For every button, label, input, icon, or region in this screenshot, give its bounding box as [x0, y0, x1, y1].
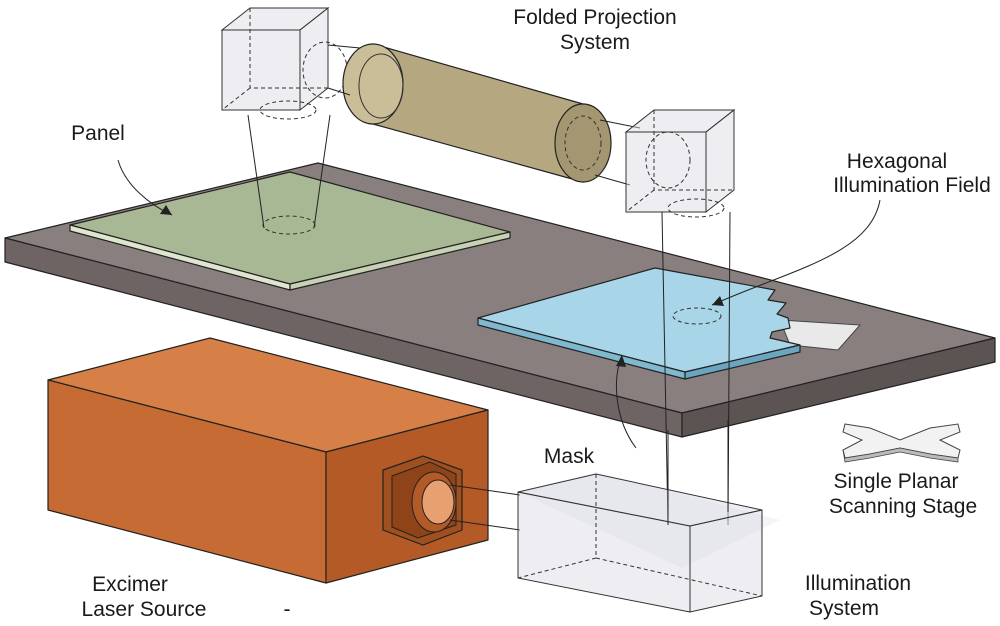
label-hexagonal-line2: Illumination Field	[833, 174, 991, 197]
mask	[477, 267, 801, 380]
label-laser-line1: Excimer	[92, 573, 168, 596]
label-illumination-line1: Illumination	[805, 572, 911, 595]
laser-aperture	[382, 455, 463, 546]
label-hexagonal-line1: Hexagonal	[847, 150, 947, 173]
label-illumination-line2: System	[809, 597, 879, 620]
panel-field-ellipse	[262, 215, 316, 235]
label-arrows	[117, 159, 881, 449]
label-folded-projection-line1: Folded Projection	[513, 6, 676, 29]
hexagonal-field-ellipse	[672, 307, 722, 325]
label-mask: Mask	[544, 445, 595, 468]
illumination-system-box	[517, 472, 780, 613]
projection-cube-right	[624, 108, 736, 218]
label-laser-line2: Laser Source	[82, 598, 207, 621]
label-stage-line1: Single Planar	[834, 470, 959, 493]
label-stage-line2: Scanning Stage	[829, 495, 977, 518]
projection-lens-cylinder	[342, 43, 612, 183]
panel	[69, 171, 511, 291]
projection-cube-left	[220, 6, 348, 120]
label-folded-projection-line2: System	[560, 31, 630, 54]
label-stray-mark: -	[284, 598, 291, 621]
label-panel: Panel	[71, 122, 125, 145]
stage-icon	[842, 423, 961, 463]
